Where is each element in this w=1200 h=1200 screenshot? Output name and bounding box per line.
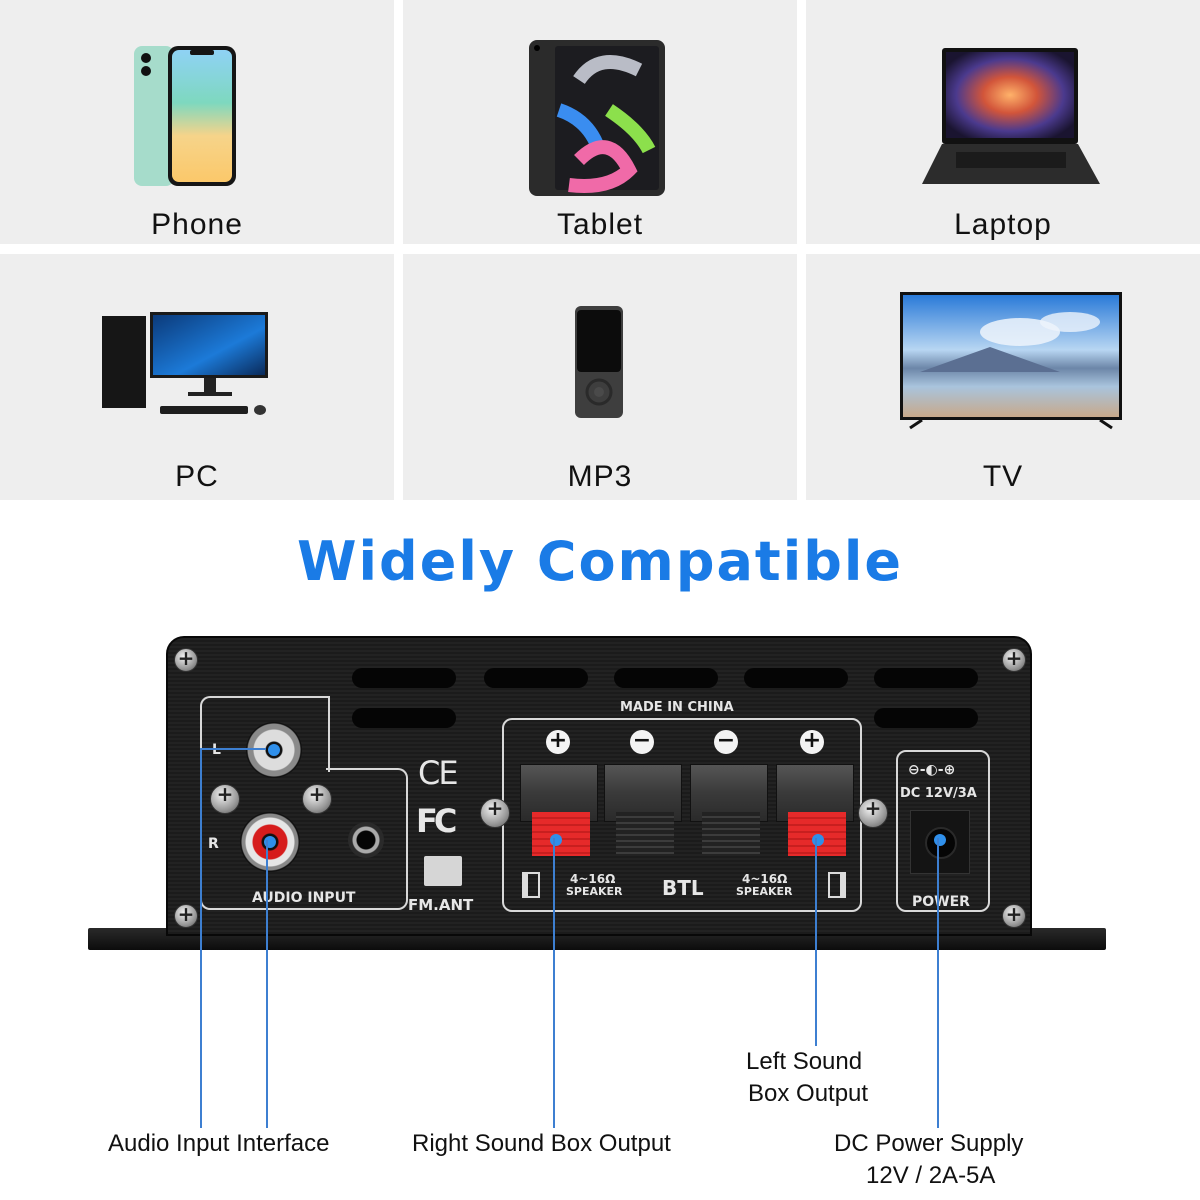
right-channel-label: R: [208, 836, 219, 852]
device-label-phone: Phone: [151, 208, 243, 241]
screw-icon: [302, 782, 332, 814]
callout-left-output-line1: Left Sound: [746, 1048, 863, 1075]
dc-power-jack[interactable]: [910, 810, 970, 874]
section-title: Widely Compatible: [296, 530, 904, 593]
vent-slot: [484, 668, 588, 688]
callout-marker: [934, 834, 946, 846]
callout-marker: [268, 744, 280, 756]
screw-icon: [1002, 902, 1026, 928]
terminal-clip-red[interactable]: [532, 812, 590, 856]
screw-icon: [1002, 646, 1026, 672]
screw-icon: [174, 902, 198, 928]
leader-line: [200, 748, 202, 1128]
dc-rating-label: DC 12V/3A: [900, 786, 977, 801]
screw-icon: [858, 796, 888, 828]
speaker-impedance-left: 4~16Ω: [570, 872, 616, 886]
leader-line: [553, 838, 555, 1128]
leader-line: [937, 838, 939, 1128]
device-grid: Phone Tablet: [0, 0, 1200, 500]
amplifier-rear-panel: L R AUDIO INPUT CE FC FM.ANT MADE IN CHI…: [166, 636, 1032, 936]
terminal-clip-black[interactable]: [616, 812, 674, 856]
device-label-tablet: Tablet: [556, 208, 644, 241]
callout-audio-input: Audio Input Interface: [108, 1130, 330, 1157]
left-channel-label: L: [212, 742, 221, 758]
device-label-laptop: Laptop: [954, 208, 1052, 241]
speaker-symbol-icon: [522, 872, 540, 898]
device-cell-pc: PC: [0, 254, 394, 500]
desktop-pc-icon: [100, 312, 272, 422]
vent-slot: [352, 668, 456, 688]
tablet-icon: [529, 40, 665, 196]
made-in-label: MADE IN CHINA: [620, 700, 734, 715]
speaker-sublabel-left: SPEAKER: [566, 885, 623, 898]
device-label-mp3: MP3: [567, 460, 633, 493]
positive-pole-icon: +: [546, 730, 570, 754]
fcc-mark: FC: [416, 802, 457, 840]
callout-right-output: Right Sound Box Output: [412, 1130, 671, 1157]
speaker-symbol-icon: [828, 872, 846, 898]
vent-slot: [614, 668, 718, 688]
mp3-player-icon: [575, 306, 623, 418]
power-label: POWER: [912, 894, 970, 910]
vent-slot: [874, 668, 978, 688]
leader-line: [200, 748, 266, 750]
callout-marker: [550, 834, 562, 846]
speaker-sublabel-right: SPEAKER: [736, 885, 793, 898]
negative-pole-icon: −: [714, 730, 738, 754]
tv-icon: [900, 292, 1122, 430]
vent-slot: [874, 708, 978, 728]
vent-slot: [352, 708, 456, 728]
vent-slot: [744, 668, 848, 688]
device-cell-mp3: MP3: [403, 254, 797, 500]
audio-input-panel-step: [326, 768, 408, 910]
device-cell-tablet: Tablet: [403, 0, 797, 244]
ce-mark: CE: [418, 754, 459, 792]
phone-icon: [134, 44, 238, 188]
fm-antenna-connector[interactable]: [424, 856, 462, 886]
device-label-pc: PC: [175, 460, 219, 493]
leader-line: [266, 840, 268, 1128]
btl-label: BTL: [662, 876, 704, 900]
audio-input-label: AUDIO INPUT: [252, 890, 356, 906]
fm-antenna-label: FM.ANT: [408, 896, 474, 914]
power-panel: [896, 750, 990, 912]
terminal-clip-black[interactable]: [702, 812, 760, 856]
callout-left-output-line2: Box Output: [748, 1080, 869, 1107]
callout-dc-power-line1: DC Power Supply: [834, 1130, 1024, 1157]
screw-icon: [174, 646, 198, 672]
screw-icon: [210, 782, 240, 814]
positive-pole-icon: +: [800, 730, 824, 754]
screw-icon: [480, 796, 510, 828]
leader-line: [815, 838, 817, 1046]
speaker-impedance-right: 4~16Ω: [742, 872, 788, 886]
callout-marker: [812, 834, 824, 846]
aux-jack[interactable]: [348, 822, 384, 858]
device-cell-tv: TV: [806, 254, 1200, 500]
negative-pole-icon: −: [630, 730, 654, 754]
device-label-tv: TV: [982, 460, 1024, 493]
device-cell-phone: Phone: [0, 0, 394, 244]
callout-dc-power-line2: 12V / 2A-5A: [866, 1162, 996, 1189]
dc-polarity-icon: ⊖-◐-⊕: [908, 762, 956, 778]
laptop-icon: [922, 48, 1100, 186]
audio-input-panel-extension: [326, 696, 330, 772]
device-cell-laptop: Laptop: [806, 0, 1200, 244]
